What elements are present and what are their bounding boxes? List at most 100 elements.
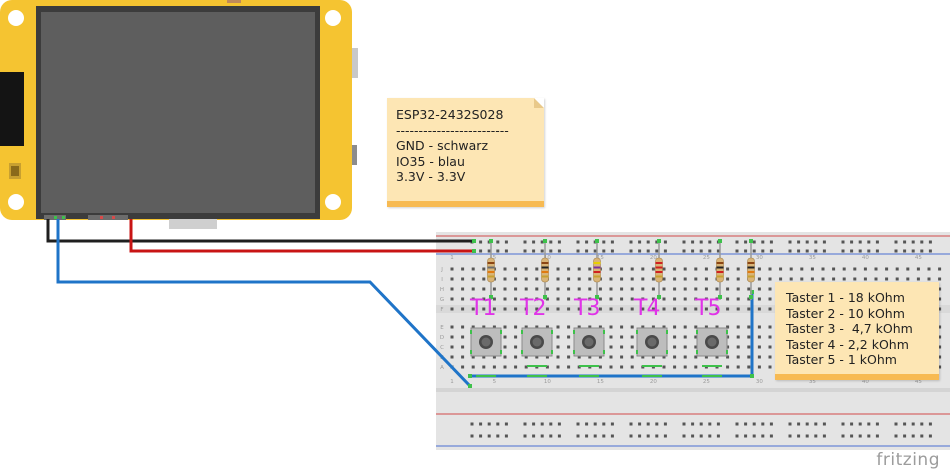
breadboard-column-number: 5 <box>493 255 497 261</box>
breadboard-hole <box>503 287 507 291</box>
rail-hole <box>532 249 536 253</box>
breadboard-hole <box>492 365 496 369</box>
breadboard-hole <box>747 345 751 349</box>
rail-hole <box>655 434 659 438</box>
breadboard-hole <box>768 277 772 281</box>
rail-hole <box>663 422 667 426</box>
breadboard-column-number: 5 <box>493 379 497 385</box>
breadboard-hole <box>641 355 645 359</box>
breadboard-hole <box>630 355 634 359</box>
rail-hole <box>858 240 862 244</box>
breadboard-hole <box>662 267 666 271</box>
rail-hole <box>602 422 606 426</box>
rail-hole <box>470 422 474 426</box>
breadboard-hole <box>503 325 507 329</box>
rail-hole <box>761 422 765 426</box>
rail-hole <box>858 249 862 253</box>
breadboard-hole <box>450 277 454 281</box>
rail-hole <box>532 434 536 438</box>
breadboard-hole <box>694 277 698 281</box>
breadboard-hole <box>567 287 571 291</box>
rail-hole <box>585 240 589 244</box>
breadboard-hole <box>630 345 634 349</box>
breadboard-hole <box>651 277 655 281</box>
rail-hole <box>540 249 544 253</box>
pushbutton-icon <box>636 327 668 357</box>
rail-hole <box>858 434 862 438</box>
breadboard-hole <box>715 287 719 291</box>
breadboard-hole <box>620 277 624 281</box>
breadboard-column-number: 10 <box>544 379 551 385</box>
rail-hole <box>894 422 898 426</box>
breadboard-hole <box>789 277 793 281</box>
breadboard-hole <box>577 355 581 359</box>
rail-hole <box>699 422 703 426</box>
breadboard-hole <box>810 277 814 281</box>
breadboard-hole <box>895 267 899 271</box>
breadboard-hole <box>461 297 465 301</box>
breadboard-column-number: 15 <box>597 379 604 385</box>
breadboard-hole <box>736 297 740 301</box>
rail-hole <box>797 434 801 438</box>
rail-hole <box>496 249 500 253</box>
rail-hole <box>576 434 580 438</box>
board-note: ESP32-2432S028 -------------------------… <box>387 98 544 207</box>
rail-hole <box>752 434 756 438</box>
rail-hole <box>576 249 580 253</box>
breadboard-hole <box>514 325 518 329</box>
breadboard-hole <box>651 267 655 271</box>
breadboard-column-number: 30 <box>756 255 763 261</box>
side-connector <box>352 48 358 78</box>
breadboard-hole <box>927 267 931 271</box>
rail-hole <box>549 249 553 253</box>
rail-hole <box>691 422 695 426</box>
board-note-line: IO35 - blau <box>396 153 465 169</box>
rail-hole <box>920 240 924 244</box>
breadboard-row-letter: D <box>440 335 444 341</box>
breadboard-hole <box>450 355 454 359</box>
rail-hole <box>638 434 642 438</box>
breadboard-hole <box>567 345 571 349</box>
breadboard-hole <box>874 267 878 271</box>
rail-hole <box>875 240 879 244</box>
breadboard-hole <box>630 307 634 311</box>
breadboard-hole <box>757 325 761 329</box>
breadboard-hole <box>938 307 942 311</box>
breadboard-hole <box>514 267 518 271</box>
breadboard-hole <box>683 355 687 359</box>
breadboard-hole <box>715 325 719 329</box>
breadboard-hole <box>567 355 571 359</box>
rail-hole <box>805 249 809 253</box>
rail-hole <box>479 240 483 244</box>
rail-hole <box>805 240 809 244</box>
breadboard-hole <box>503 335 507 339</box>
breadboard-hole <box>641 277 645 281</box>
breadboard-hole <box>768 267 772 271</box>
breadboard-hole <box>768 307 772 311</box>
breadboard-hole <box>704 287 708 291</box>
breadboard-hole <box>461 267 465 271</box>
breadboard-hole <box>598 307 602 311</box>
rail-hole <box>822 434 826 438</box>
breadboard-center-channel <box>436 305 950 313</box>
breadboard-hole <box>524 277 528 281</box>
rail-hole <box>682 434 686 438</box>
breadboard-hole <box>545 365 549 369</box>
rail-hole <box>699 249 703 253</box>
rail-hole <box>903 249 907 253</box>
breadboard-hole <box>630 325 634 329</box>
breadboard-hole <box>651 287 655 291</box>
breadboard-hole <box>450 345 454 349</box>
wire-io35-blue <box>56 219 472 388</box>
rail-hole <box>549 434 553 438</box>
breadboard-hole <box>694 345 698 349</box>
breadboard-hole <box>673 335 677 339</box>
breadboard-hole <box>874 277 878 281</box>
rail-hole <box>850 240 854 244</box>
rail-hole <box>903 240 907 244</box>
breadboard-hole <box>662 277 666 281</box>
breadboard-hole <box>503 267 507 271</box>
rail-hole <box>470 434 474 438</box>
breadboard-hole <box>673 277 677 281</box>
breadboard-hole <box>450 267 454 271</box>
